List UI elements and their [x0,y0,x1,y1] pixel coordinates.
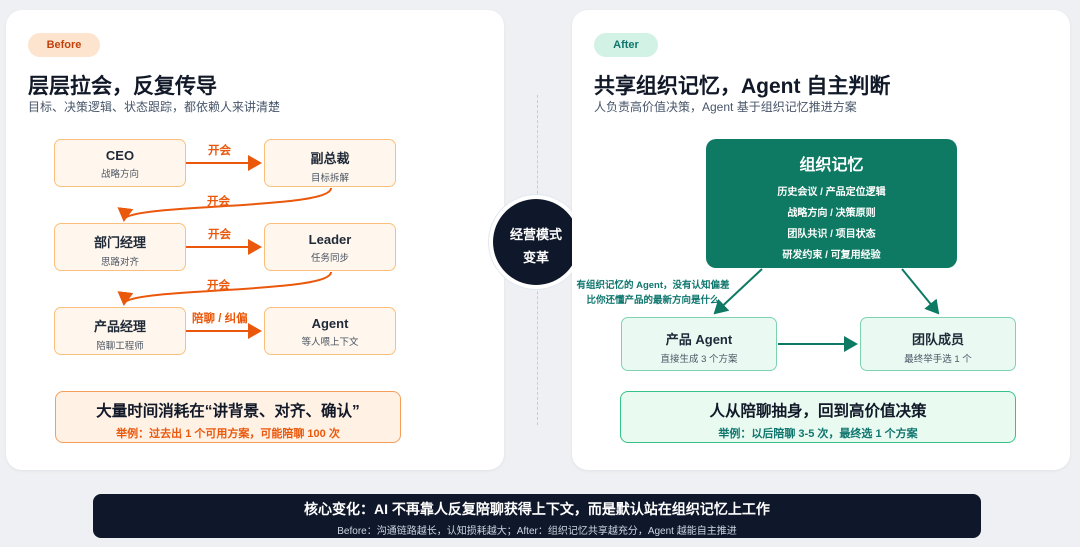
after-badge: After [594,33,658,57]
node-product-manager: 产品经理 陪聊工程师 [54,307,186,355]
org-memory-title: 组织记忆 [799,157,864,174]
org-memory-item: 研发约束 / 可复用经验 [782,250,881,261]
org-memory-item: 历史会议 / 产品定位逻辑 [777,187,886,198]
node-team-sub: 最终举手选 1 个 [904,354,972,365]
node-product-agent-sub: 直接生成 3 个方案 [660,354,738,365]
node-dept-manager: 部门经理 思路对齐 [54,223,186,271]
node-agent-title: Agent [311,316,349,331]
node-team-title: 团队成员 [911,332,964,347]
node-leader: Leader 任务同步 [264,223,396,271]
before-subtitle: 目标、决策逻辑、状态跟踪，都依赖人来讲清楚 [28,100,281,114]
node-vp-sub: 目标拆解 [310,173,349,184]
memory-note-line2: 比你还懂产品的最新方向是什么 [586,295,720,306]
transformation-circle: 经营模式 变革 [493,199,579,285]
node-ceo-title: CEO [105,148,135,163]
org-memory-item: 团队共识 / 项目状态 [787,229,876,240]
arrow-vp-dept [117,187,332,222]
after-callout: 人从陪聊抽身，回到高价值决策 举例：以后陪聊 3-5 次，最终选 1 个方案 [620,391,1016,443]
edge-label-ceo-vp: 开会 [208,145,231,157]
node-leader-sub: 任务同步 [310,253,349,264]
after-title: 共享组织记忆，Agent 自主判断 [594,75,891,98]
node-agent: Agent 等人喂上下文 [264,307,396,355]
after-callout-example: 举例：以后陪聊 3-5 次，最终选 1 个方案 [718,428,918,440]
after-callout-title: 人从陪聊抽身，回到高价值决策 [709,403,927,420]
arrow-memory-team [901,268,940,315]
node-ceo-sub: 战略方向 [100,169,139,180]
node-leader-title: Leader [308,232,352,247]
edge-label-leader-pm: 开会 [207,280,230,292]
node-pm-title: 产品经理 [93,319,146,334]
node-dept-title: 部门经理 [93,235,146,250]
before-callout-example: 举例：过去出 1 个可用方案，可能陪聊 100 次 [116,428,340,440]
after-arrows [713,268,940,352]
summary-bar: 核心变化：AI 不再靠人反复陪聊获得上下文，而是默认站在组织记忆上工作 Befo… [93,494,981,538]
before-arrows [117,155,332,339]
node-agent-sub: 等人喂上下文 [301,337,359,348]
node-product-agent-title: 产品 Agent [665,332,733,347]
before-badge: Before [28,33,100,57]
summary-sub: Before：沟通链路越长，认知损耗越大；After：组织记忆共享越充分，Age… [337,526,737,537]
after-panel: After 共享组织记忆，Agent 自主判断 人负责高价值决策，Agent 基… [572,10,1070,470]
node-dept-sub: 思路对齐 [100,257,139,268]
org-memory-item: 战略方向 / 决策原则 [787,208,876,219]
arrow-memory-agent [713,268,763,315]
node-vp-title: 副总裁 [310,151,350,166]
summary-title: 核心变化：AI 不再靠人反复陪聊获得上下文，而是默认站在组织记忆上工作 [304,501,770,517]
edge-label-vp-dept: 开会 [207,196,230,208]
edge-label-pm-agent: 陪聊 / 纠偏 [192,313,248,325]
after-subtitle: 人负责高价值决策，Agent 基于组织记忆推进方案 [594,100,857,114]
center-line1: 经营模式 [509,227,562,242]
center-line2: 变革 [522,250,549,265]
before-callout: 大量时间消耗在“讲背景、对齐、确认” 举例：过去出 1 个可用方案，可能陪聊 1… [55,391,401,443]
node-team-members: 团队成员 最终举手选 1 个 [860,317,1016,371]
edge-label-dept-leader: 开会 [208,229,231,241]
node-product-agent: 产品 Agent 直接生成 3 个方案 [621,317,777,371]
node-vp: 副总裁 目标拆解 [264,139,396,187]
before-callout-title: 大量时间消耗在“讲背景、对齐、确认” [96,403,360,420]
before-panel: Before 层层拉会，反复传导 目标、决策逻辑、状态跟踪，都依赖人来讲清楚 C… [6,10,504,470]
memory-note: 有组织记忆的 Agent，没有认知偏差 比你还懂产品的最新方向是什么 [568,278,738,308]
node-ceo: CEO 战略方向 [54,139,186,187]
org-memory-box: 组织记忆 历史会议 / 产品定位逻辑 战略方向 / 决策原则 团队共识 / 项目… [706,139,957,268]
node-pm-sub: 陪聊工程师 [96,341,144,352]
before-title: 层层拉会，反复传导 [28,75,217,98]
memory-note-line1: 有组织记忆的 Agent，没有认知偏差 [576,280,730,291]
arrow-leader-pm [117,271,332,306]
